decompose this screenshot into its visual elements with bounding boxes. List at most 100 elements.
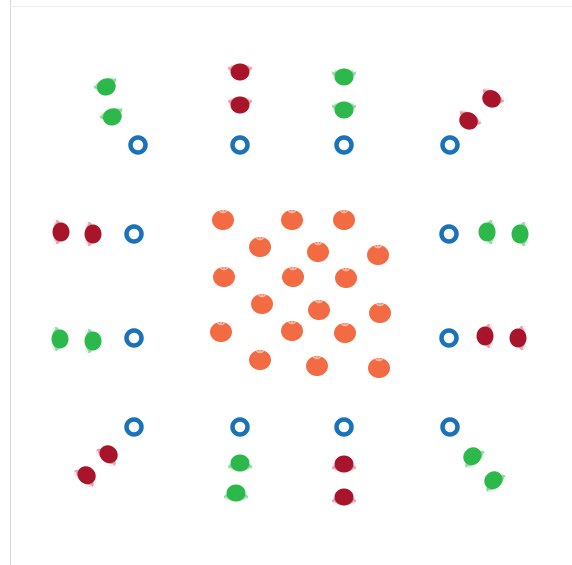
player-topdown-icon: [228, 96, 252, 114]
pumpkin-17[interactable]: [306, 356, 328, 376]
player-topdown-icon: [72, 461, 102, 490]
ring-5[interactable]: [127, 227, 142, 242]
circle-ring-icon: [127, 227, 142, 242]
pumpkin-icon: [281, 210, 303, 230]
player-green-11[interactable]: [479, 220, 497, 244]
pumpkin-icon: [249, 350, 271, 370]
circle-ring-icon: [233, 138, 248, 153]
player-topdown-icon: [477, 324, 495, 348]
player-red-18[interactable]: [72, 461, 102, 490]
ring-1[interactable]: [131, 138, 146, 153]
ring-10[interactable]: [233, 420, 248, 435]
circle-ring-icon: [127, 420, 142, 435]
pumpkin-icon: [213, 267, 235, 287]
circle-ring-icon: [233, 420, 248, 435]
pumpkin-4[interactable]: [249, 237, 271, 257]
ring-2[interactable]: [233, 138, 248, 153]
player-topdown-icon: [224, 485, 248, 503]
ring-8[interactable]: [442, 331, 457, 346]
pumpkin-icon: [210, 322, 232, 342]
circle-ring-icon: [127, 331, 142, 346]
player-red-15[interactable]: [477, 324, 495, 348]
player-red-3[interactable]: [228, 63, 252, 81]
player-topdown-icon: [479, 466, 509, 495]
player-topdown-icon: [84, 222, 102, 246]
player-red-4[interactable]: [228, 96, 252, 114]
player-topdown-icon: [92, 74, 121, 99]
player-topdown-icon: [51, 327, 69, 351]
player-topdown-icon: [332, 489, 356, 507]
player-red-17[interactable]: [94, 440, 124, 469]
pumpkin-13[interactable]: [210, 322, 232, 342]
pumpkin-icon: [306, 356, 328, 376]
player-topdown-icon: [228, 455, 252, 473]
player-red-9[interactable]: [52, 220, 70, 244]
pumpkin-1[interactable]: [212, 210, 234, 230]
pumpkin-icon: [249, 237, 271, 257]
pumpkin-8[interactable]: [282, 267, 304, 287]
pumpkin-16[interactable]: [249, 350, 271, 370]
pumpkin-12[interactable]: [369, 303, 391, 323]
pumpkin-icon: [333, 210, 355, 230]
pumpkin-icon: [368, 358, 390, 378]
player-green-5[interactable]: [332, 68, 356, 86]
pumpkin-2[interactable]: [281, 210, 303, 230]
pumpkin-6[interactable]: [367, 245, 389, 265]
pumpkin-18[interactable]: [368, 358, 390, 378]
player-green-19[interactable]: [228, 455, 252, 473]
player-topdown-icon: [98, 104, 127, 129]
pumpkin-5[interactable]: [307, 242, 329, 262]
ring-7[interactable]: [127, 331, 142, 346]
ring-9[interactable]: [127, 420, 142, 435]
pumpkin-15[interactable]: [334, 323, 356, 343]
pumpkin-icon: [251, 294, 273, 314]
circle-ring-icon: [442, 227, 457, 242]
pumpkin-icon: [308, 300, 330, 320]
player-green-13[interactable]: [51, 327, 69, 351]
circle-ring-icon: [443, 138, 458, 153]
player-red-16[interactable]: [510, 326, 528, 350]
player-red-21[interactable]: [332, 456, 356, 474]
pumpkin-11[interactable]: [308, 300, 330, 320]
pumpkin-icon: [334, 323, 356, 343]
pumpkin-7[interactable]: [213, 267, 235, 287]
player-green-12[interactable]: [512, 222, 530, 246]
player-red-22[interactable]: [332, 489, 356, 507]
ring-3[interactable]: [337, 138, 352, 153]
player-topdown-icon: [94, 440, 124, 469]
ring-12[interactable]: [443, 420, 458, 435]
player-green-2[interactable]: [98, 104, 127, 129]
pumpkin-icon: [369, 303, 391, 323]
circle-ring-icon: [337, 138, 352, 153]
circle-ring-icon: [443, 420, 458, 435]
player-green-1[interactable]: [92, 74, 121, 99]
pumpkin-icon: [282, 267, 304, 287]
player-red-10[interactable]: [84, 222, 102, 246]
pumpkin-3[interactable]: [333, 210, 355, 230]
player-topdown-icon: [332, 68, 356, 86]
player-topdown-icon: [510, 326, 528, 350]
ring-4[interactable]: [443, 138, 458, 153]
player-topdown-icon: [332, 456, 356, 474]
player-green-23[interactable]: [458, 442, 488, 471]
player-green-20[interactable]: [224, 485, 248, 503]
circle-ring-icon: [442, 331, 457, 346]
pumpkin-9[interactable]: [335, 268, 357, 288]
pumpkin-icon: [307, 242, 329, 262]
pumpkin-14[interactable]: [281, 321, 303, 341]
player-topdown-icon: [84, 329, 102, 353]
player-topdown-icon: [477, 85, 507, 112]
pumpkin-icon: [335, 268, 357, 288]
player-green-6[interactable]: [332, 101, 356, 119]
player-green-14[interactable]: [84, 329, 102, 353]
player-topdown-icon: [454, 107, 484, 134]
player-topdown-icon: [228, 63, 252, 81]
pumpkin-10[interactable]: [251, 294, 273, 314]
ring-6[interactable]: [442, 227, 457, 242]
player-green-24[interactable]: [479, 466, 509, 495]
player-red-7[interactable]: [477, 85, 507, 112]
player-red-8[interactable]: [454, 107, 484, 134]
ring-11[interactable]: [337, 420, 352, 435]
